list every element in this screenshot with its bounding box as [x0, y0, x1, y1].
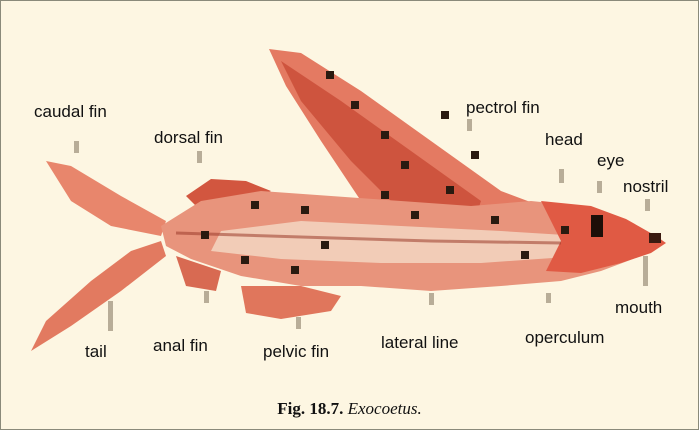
caudal-fin-upper-shape: [46, 161, 166, 236]
label-pelvic-fin: pelvic fin: [263, 343, 329, 360]
label-anal-fin: anal fin: [153, 337, 208, 354]
mouth-mark: [649, 233, 661, 243]
label-caudal-fin: caudal fin: [34, 103, 107, 120]
caption-number: Fig. 18.7.: [277, 399, 343, 418]
label-nostril: nostril: [623, 178, 668, 195]
label-pectoral-fin: pectrol fin: [466, 99, 540, 116]
figure-caption: Fig. 18.7. Exocoetus.: [1, 399, 698, 419]
caudal-fin-lower-shape: [31, 241, 166, 351]
pelvic-fin-shape: [241, 286, 341, 319]
label-operculum: operculum: [525, 329, 604, 346]
label-mouth: mouth: [615, 299, 662, 316]
caption-species: Exocoetus.: [348, 399, 422, 418]
label-dorsal-fin: dorsal fin: [154, 129, 223, 146]
label-head: head: [545, 131, 583, 148]
eye-mark: [591, 215, 603, 237]
label-lateral-line: lateral line: [381, 334, 459, 351]
label-tail: tail: [85, 343, 107, 360]
label-eye: eye: [597, 152, 624, 169]
